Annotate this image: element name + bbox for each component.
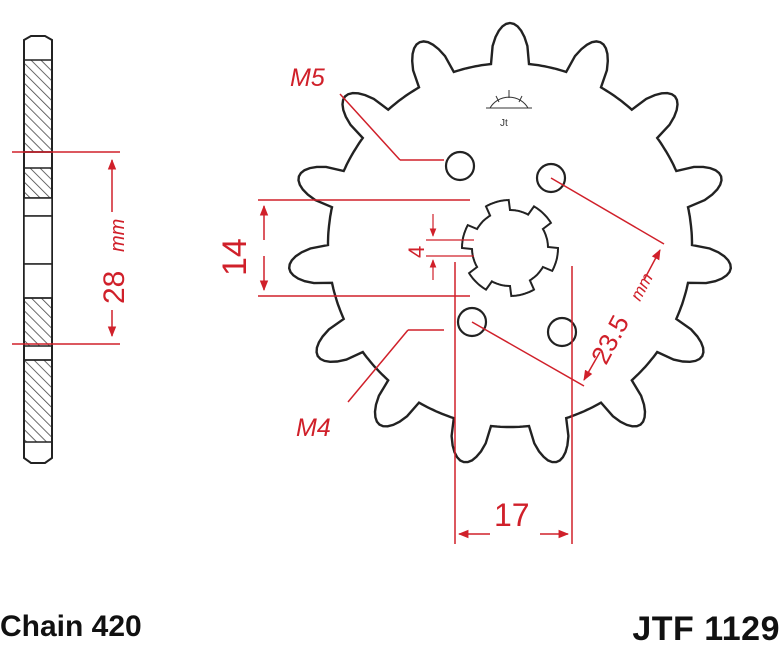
sprocket-outline xyxy=(287,21,733,464)
side-hatch-top xyxy=(23,59,53,153)
part-number-label: JTF 1129 xyxy=(632,610,780,648)
dimension-17: 17 xyxy=(454,262,573,544)
side-hub-block-2 xyxy=(23,215,53,265)
dim-key-width-value: 4 xyxy=(404,246,429,258)
bolt-hole-top-right xyxy=(535,162,567,194)
dimension-28mm: 28 mm xyxy=(12,151,131,345)
bolt-hole-top-left xyxy=(444,150,476,182)
spline-hub xyxy=(461,198,559,298)
side-view xyxy=(23,35,53,464)
dimension-4: 4 xyxy=(404,214,474,280)
svg-text:Jt: Jt xyxy=(500,118,508,129)
dim-offset-value: 17 xyxy=(494,497,530,533)
dim-side-width-value: 28 xyxy=(98,271,131,304)
leader-m5: M5 xyxy=(290,64,444,161)
dim-bolt-spacing-value: 23.5 xyxy=(585,310,635,369)
hole-m4-label: M4 xyxy=(296,414,331,442)
dim-side-width-unit: mm xyxy=(107,219,129,252)
side-hatch-bottom xyxy=(23,359,53,443)
dimension-14: 14 xyxy=(216,199,470,297)
leader-m4: M4 xyxy=(296,329,444,442)
jt-logo-icon: Jt xyxy=(486,90,532,129)
dim-bolt-spacing-unit: mm xyxy=(627,270,657,304)
chain-size-label: Chain 420 xyxy=(0,610,142,643)
front-view: Jt xyxy=(287,21,733,464)
side-hatch-mid xyxy=(23,167,53,199)
hole-m5-label: M5 xyxy=(290,64,325,92)
bolt-hole-bottom-left xyxy=(456,306,488,338)
side-hub-block-1 xyxy=(23,197,53,217)
side-hatch-mid2 xyxy=(23,297,53,347)
side-hub-block-3 xyxy=(23,263,53,299)
dim-spline-height-value: 14 xyxy=(216,238,254,276)
bolt-hole-bottom-right xyxy=(546,316,578,348)
